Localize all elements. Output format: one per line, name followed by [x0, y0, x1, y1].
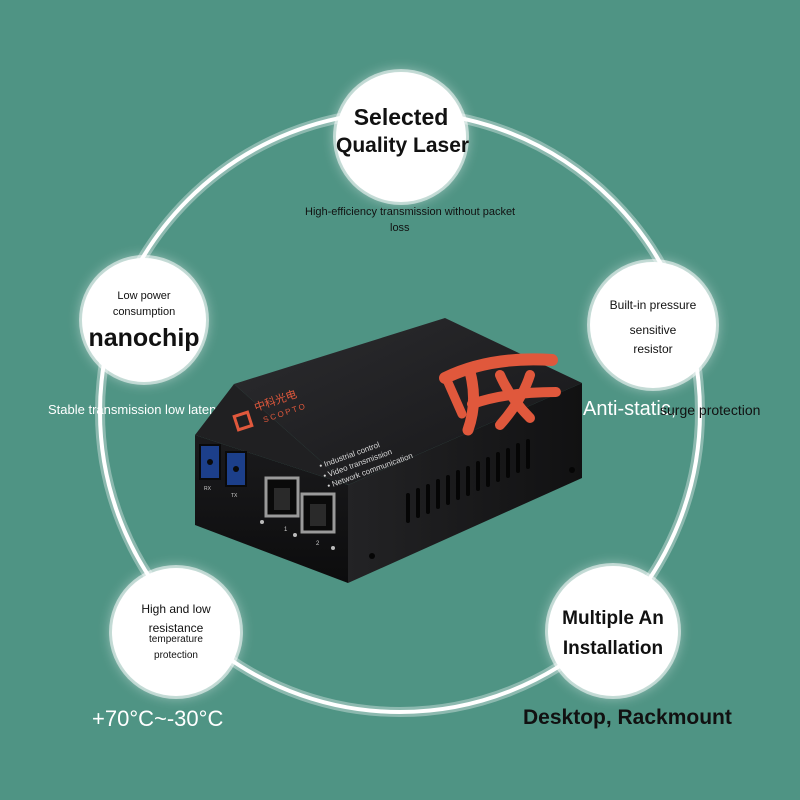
installation-caption: Desktop, Rackmount — [523, 706, 732, 729]
port-label-1: 1 — [284, 527, 288, 533]
rj45-port-1 — [264, 476, 300, 518]
chip-line1: Low power — [117, 290, 171, 302]
temperature-line1: High and low — [141, 602, 211, 616]
feature-temperature-circle: High and low resistance temperature prot… — [112, 568, 240, 696]
temperature-caption: +70°C~-30°C — [92, 706, 224, 731]
feature-installation-circle: Multiple An Installation — [548, 566, 678, 696]
resistor-line2: sensitive — [629, 323, 677, 337]
temperature-line4: protection — [154, 650, 198, 661]
resistor-line1: Built-in pressure — [609, 298, 697, 312]
temperature-line2: resistance — [148, 621, 204, 635]
feature-resistor-circle: Built-in pressure sensitive resistor — [590, 262, 716, 388]
port-label-tx: TX — [231, 493, 238, 499]
laser-title-line1: Selected — [353, 104, 449, 130]
chip-line2: consumption — [112, 306, 176, 318]
side-vents — [406, 439, 530, 523]
port-label-rx: RX — [204, 486, 211, 492]
resistor-line3: resistor — [633, 342, 673, 356]
port-label-2: 2 — [316, 541, 320, 547]
resistor-caption-big: Anti-static, — [583, 398, 677, 420]
chip-title: nanochip — [88, 324, 200, 352]
brand-logo — [439, 353, 561, 436]
device-left-face — [195, 384, 348, 485]
laser-caption-line2: loss — [390, 222, 410, 234]
rj45-port-2 — [300, 492, 336, 534]
feature-chip-circle: Low power consumption nanochip — [82, 258, 206, 382]
installation-line1: Multiple An — [562, 608, 664, 629]
chip-caption: Stable transmission low latency — [48, 402, 230, 417]
brand-mark — [232, 410, 254, 432]
laser-title-line2: Quality Laser — [336, 134, 470, 157]
temperature-line3: temperature — [149, 634, 203, 645]
device-side-face — [348, 383, 582, 583]
installation-line2: Installation — [562, 638, 664, 659]
resistor-caption-small: surge protection — [660, 402, 761, 418]
laser-caption-line1: High-efficiency transmission without pac… — [305, 206, 516, 218]
feature-laser-circle: Selected Quality Laser — [336, 72, 470, 202]
